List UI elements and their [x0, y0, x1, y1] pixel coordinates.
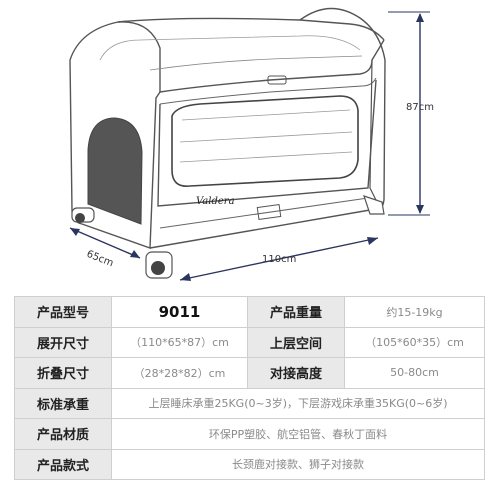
weight-label: 产品重量	[247, 296, 345, 328]
right-end-arch	[299, 7, 386, 215]
weight-value: 约15-19kg	[344, 296, 485, 328]
length-label: 110cm	[262, 254, 296, 265]
load-label: 标准承重	[14, 387, 112, 419]
docking-height-value: 50-80cm	[344, 357, 485, 389]
front-panel	[157, 79, 377, 207]
depth-label: 65cm	[85, 249, 115, 270]
fold-size-label: 折叠尺寸	[14, 357, 112, 389]
style-label: 产品款式	[14, 448, 112, 480]
left-mesh-arch	[87, 117, 143, 225]
fold-size-value: （28*28*82）cm	[111, 357, 248, 389]
model-value: 9011	[111, 296, 248, 328]
handle	[267, 75, 287, 85]
left-end-arch	[69, 21, 161, 92]
table-row: 产品材质 环保PP塑胶、航空铝管、春秋丁面料	[14, 418, 485, 450]
foot-right	[363, 195, 385, 215]
model-label: 产品型号	[14, 296, 112, 328]
style-value: 长颈鹿对接款、狮子对接款	[111, 448, 485, 480]
unfold-size-label: 展开尺寸	[14, 326, 112, 358]
table-row: 产品款式 长颈鹿对接款、狮子对接款	[14, 448, 485, 480]
depth-dimension	[69, 227, 141, 259]
table-row: 折叠尺寸 （28*28*82）cm 对接高度 50-80cm	[14, 357, 485, 389]
base-rail	[149, 209, 371, 249]
wheel-left-back	[71, 207, 95, 223]
material-label: 产品材质	[14, 418, 112, 450]
upper-bed-inner	[149, 55, 363, 71]
brand-logo: Valdera	[196, 196, 235, 207]
upper-space-value: （105*60*35）cm	[344, 326, 485, 358]
spec-table: 产品型号 9011 产品重量 约15-19kg 展开尺寸 （110*65*87）…	[14, 296, 485, 480]
unfold-size-value: （110*65*87）cm	[111, 326, 248, 358]
upper-space-label: 上层空间	[247, 326, 345, 358]
height-dimension	[388, 11, 430, 216]
wheel-left-front	[145, 251, 173, 279]
table-row: 标准承重 上层睡床承重25KG(0~3岁)，下层游戏床承重35KG(0~6岁)	[14, 387, 485, 419]
length-dimension	[179, 237, 379, 281]
back-top-rail	[117, 17, 385, 41]
crib-diagram: Valdera 87cm 110cm 65cm	[69, 7, 434, 281]
table-row: 展开尺寸 （110*65*87）cm 上层空间 （105*60*35）cm	[14, 326, 485, 358]
front-mesh-window	[171, 95, 359, 187]
docking-height-label: 对接高度	[247, 357, 345, 389]
front-top-rail	[159, 39, 385, 93]
table-row: 产品型号 9011 产品重量 约15-19kg	[14, 296, 485, 328]
height-label: 87cm	[406, 102, 434, 113]
load-value: 上层睡床承重25KG(0~3岁)，下层游戏床承重35KG(0~6岁)	[111, 387, 485, 419]
material-value: 环保PP塑胶、航空铝管、春秋丁面料	[111, 418, 485, 450]
